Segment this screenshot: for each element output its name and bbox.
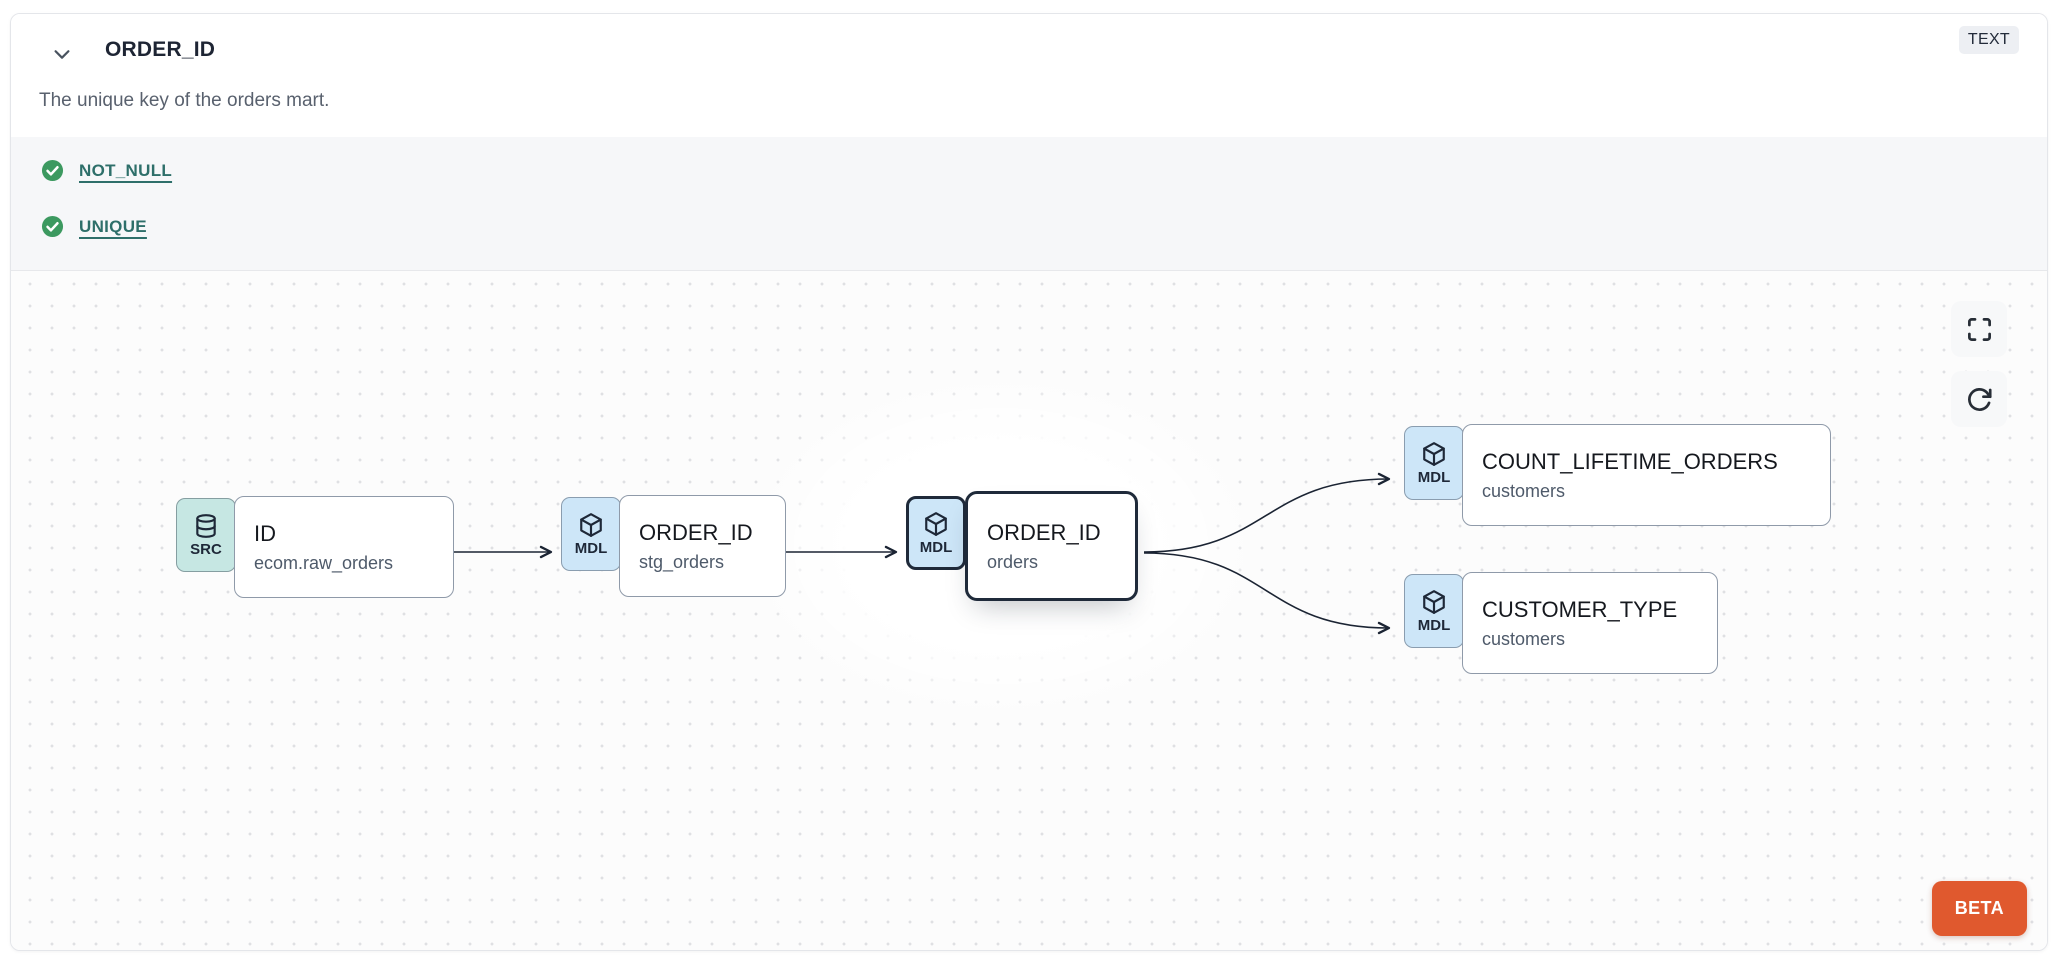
cube-icon [925, 511, 947, 536]
beta-badge: BETA [1931, 881, 2027, 936]
node-type-badge-mdl: MDL [1404, 426, 1464, 500]
node-model-name: orders [987, 551, 1039, 572]
edge-orders-to-count [1143, 472, 1391, 553]
fullscreen-icon [1967, 317, 1991, 341]
node-badge-label: MDL [1417, 616, 1451, 634]
column-details-panel: ORDER_ID TEXT The unique key of the orde… [10, 13, 2048, 951]
node-column-name: ORDER_ID [639, 519, 753, 545]
lineage-edges [454, 472, 1391, 635]
node-type-badge-mdl: MDL [561, 497, 621, 571]
node-column-name: COUNT_LIFETIME_ORDERS [1482, 448, 1778, 474]
node-model-name: customers [1482, 628, 1566, 649]
test-link-not-null[interactable]: NOT_NULL [79, 160, 173, 180]
node-card: ID ecom.raw_orders [234, 496, 454, 598]
node-badge-label: MDL [1417, 468, 1451, 486]
node-badge-label: MDL [574, 539, 608, 557]
cube-icon [1423, 589, 1445, 614]
cube-icon [580, 512, 602, 537]
refresh-icon [1967, 387, 1992, 411]
node-card: ORDER_ID orders [965, 491, 1138, 601]
lineage-canvas[interactable]: SRC ID ecom.raw_orders MDL ORDER_ID stg_… [11, 271, 2047, 950]
node-column-name: ID [254, 520, 276, 546]
node-card: COUNT_LIFETIME_ORDERS customers [1462, 424, 1831, 526]
test-link-unique[interactable]: UNIQUE [79, 216, 147, 236]
header: ORDER_ID TEXT The unique key of the orde… [11, 14, 2047, 137]
refresh-button[interactable] [1951, 371, 2007, 427]
node-card: CUSTOMER_TYPE customers [1462, 572, 1718, 674]
node-badge-label: SRC [190, 540, 222, 558]
node-column-name: ORDER_ID [987, 519, 1101, 545]
node-type-badge-mdl: MDL [1404, 574, 1464, 648]
edge-orders-to-type [1143, 552, 1391, 635]
cube-icon [1423, 441, 1445, 466]
test-row: NOT_NULL [41, 159, 2047, 182]
tests-section: NOT_NULL UNIQUE [11, 137, 2047, 271]
canvas-controls [1951, 301, 2007, 427]
node-badge-label: MDL [919, 538, 953, 556]
database-icon [196, 513, 216, 538]
test-row: UNIQUE [41, 215, 2047, 238]
node-model-name: customers [1482, 480, 1566, 501]
node-type-badge-src: SRC [176, 498, 236, 572]
column-title: ORDER_ID [105, 38, 216, 61]
node-column-name: CUSTOMER_TYPE [1482, 596, 1678, 622]
fullscreen-button[interactable] [1951, 301, 2007, 357]
node-model-name: stg_orders [639, 551, 725, 572]
test-pass-check-icon [41, 159, 64, 182]
collapse-chevron-down-icon[interactable] [49, 42, 75, 68]
node-model-name: ecom.raw_orders [254, 552, 394, 573]
data-type-badge: TEXT [1958, 26, 2019, 54]
column-description: The unique key of the orders mart. [39, 90, 330, 111]
node-card: ORDER_ID stg_orders [619, 495, 786, 597]
test-pass-check-icon [41, 215, 64, 238]
node-type-badge-mdl: MDL [906, 496, 966, 570]
